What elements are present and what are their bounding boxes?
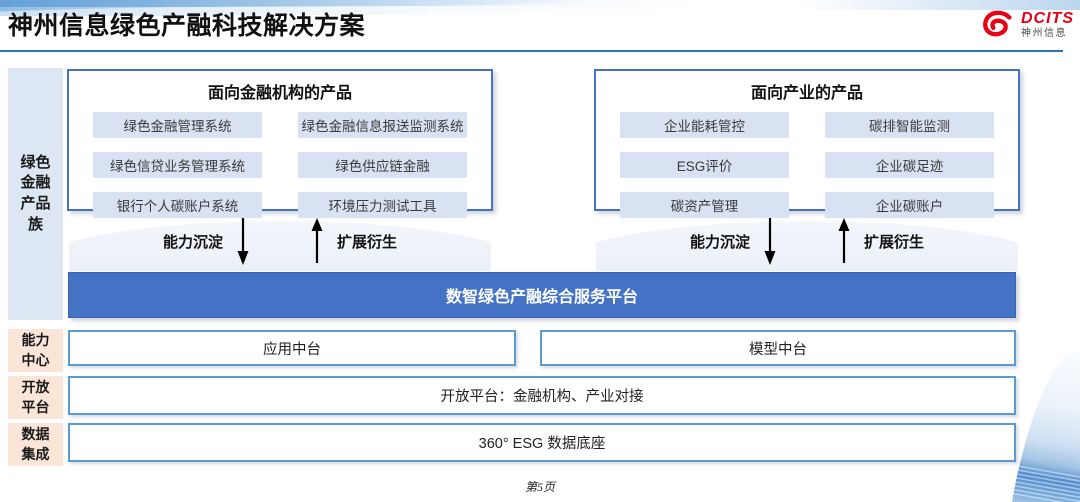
- product-item: 绿色供应链金融: [298, 152, 467, 178]
- arrow-up-icon: [838, 218, 850, 264]
- flow-content: 能力沉淀 扩展衍生: [596, 211, 1018, 271]
- arrow-down-icon: [764, 216, 776, 266]
- product-item: ESG评价: [620, 152, 789, 178]
- sidebar-label-data-integration: 数据集成: [8, 423, 63, 466]
- financial-products-grid: 绿色金融管理系统 绿色金融信息报送监测系统 绿色信贷业务管理系统 绿色供应链金融…: [93, 112, 467, 218]
- sidebar-label-product-family-text: 绿色金融产品族: [20, 153, 51, 233]
- dcits-swirl-icon: [979, 8, 1017, 42]
- product-item: 碳排智能监测: [825, 112, 994, 138]
- product-item: 碳资产管理: [620, 192, 789, 218]
- financial-products-title: 面向金融机构的产品: [207, 85, 352, 102]
- product-item: 绿色金融信息报送监测系统: [298, 112, 467, 138]
- sidebar-label-product-family: 绿色金融产品族: [8, 68, 63, 320]
- sidebar-label-open-platform: 开放平台: [8, 376, 63, 419]
- app-center-box: 应用中台: [68, 330, 516, 366]
- flow-label-down: 能力沉淀: [689, 233, 750, 251]
- model-center-box: 模型中台: [540, 330, 1016, 366]
- company-logo: DCITS 神州信息: [979, 8, 1074, 42]
- product-item: 环境压力测试工具: [298, 192, 467, 218]
- financial-products-box: 面向金融机构的产品 绿色金融管理系统 绿色金融信息报送监测系统 绿色信贷业务管理…: [67, 69, 493, 218]
- header-divider: [0, 50, 1063, 52]
- flow-content: 能力沉淀 扩展衍生: [69, 211, 491, 271]
- product-item: 绿色信贷业务管理系统: [93, 152, 262, 178]
- flow-zone-left: 能力沉淀 扩展衍生: [69, 211, 491, 271]
- product-item: 企业碳账户: [825, 192, 994, 218]
- esg-data-base-box: 360° ESG 数据底座: [68, 423, 1016, 462]
- flow-label-up: 扩展衍生: [864, 233, 925, 251]
- logo-brand-text: DCITS: [1021, 10, 1074, 28]
- page-number: 第5页: [524, 480, 555, 494]
- dome-decoration: [596, 221, 1018, 271]
- sidebar-label-open-platform-text: 开放平台: [21, 379, 50, 415]
- product-item: 绿色金融管理系统: [93, 112, 262, 138]
- flow-zone-right: 能力沉淀 扩展衍生: [596, 211, 1018, 271]
- page-title: 神州信息绿色产融科技解决方案: [8, 12, 366, 40]
- flow-label-down: 能力沉淀: [162, 233, 223, 251]
- corner-ribbon-decoration: [1005, 343, 1080, 502]
- open-platform-box: 开放平台：金融机构、产业对接: [68, 376, 1016, 415]
- logo-text: DCITS 神州信息: [1021, 10, 1074, 40]
- platform-banner: 数智绿色产融综合服务平台: [68, 272, 1016, 318]
- flow-label-up: 扩展衍生: [337, 233, 398, 251]
- sidebar-label-capability-center: 能力中心: [8, 329, 63, 372]
- sidebar-label-data-integration-text: 数据集成: [21, 426, 50, 462]
- sidebar-label-capability-center-text: 能力中心: [21, 332, 50, 368]
- product-item: 银行个人碳账户系统: [93, 192, 262, 218]
- industry-products-box: 面向产业的产品 企业能耗管控 碳排智能监测 ESG评价 企业碳足迹 碳资产管理 …: [594, 69, 1020, 218]
- industry-products-grid: 企业能耗管控 碳排智能监测 ESG评价 企业碳足迹 碳资产管理 企业碳账户: [620, 112, 994, 218]
- product-item: 企业能耗管控: [620, 112, 789, 138]
- ribbon-stripes: [1012, 465, 1080, 502]
- product-item: 企业碳足迹: [825, 152, 994, 178]
- arrow-down-icon: [237, 216, 249, 266]
- dome-decoration: [69, 221, 491, 271]
- logo-brand-chinese: 神州信息: [1021, 27, 1067, 39]
- arrow-up-icon: [311, 218, 323, 264]
- industry-products-title: 面向产业的产品: [750, 85, 863, 102]
